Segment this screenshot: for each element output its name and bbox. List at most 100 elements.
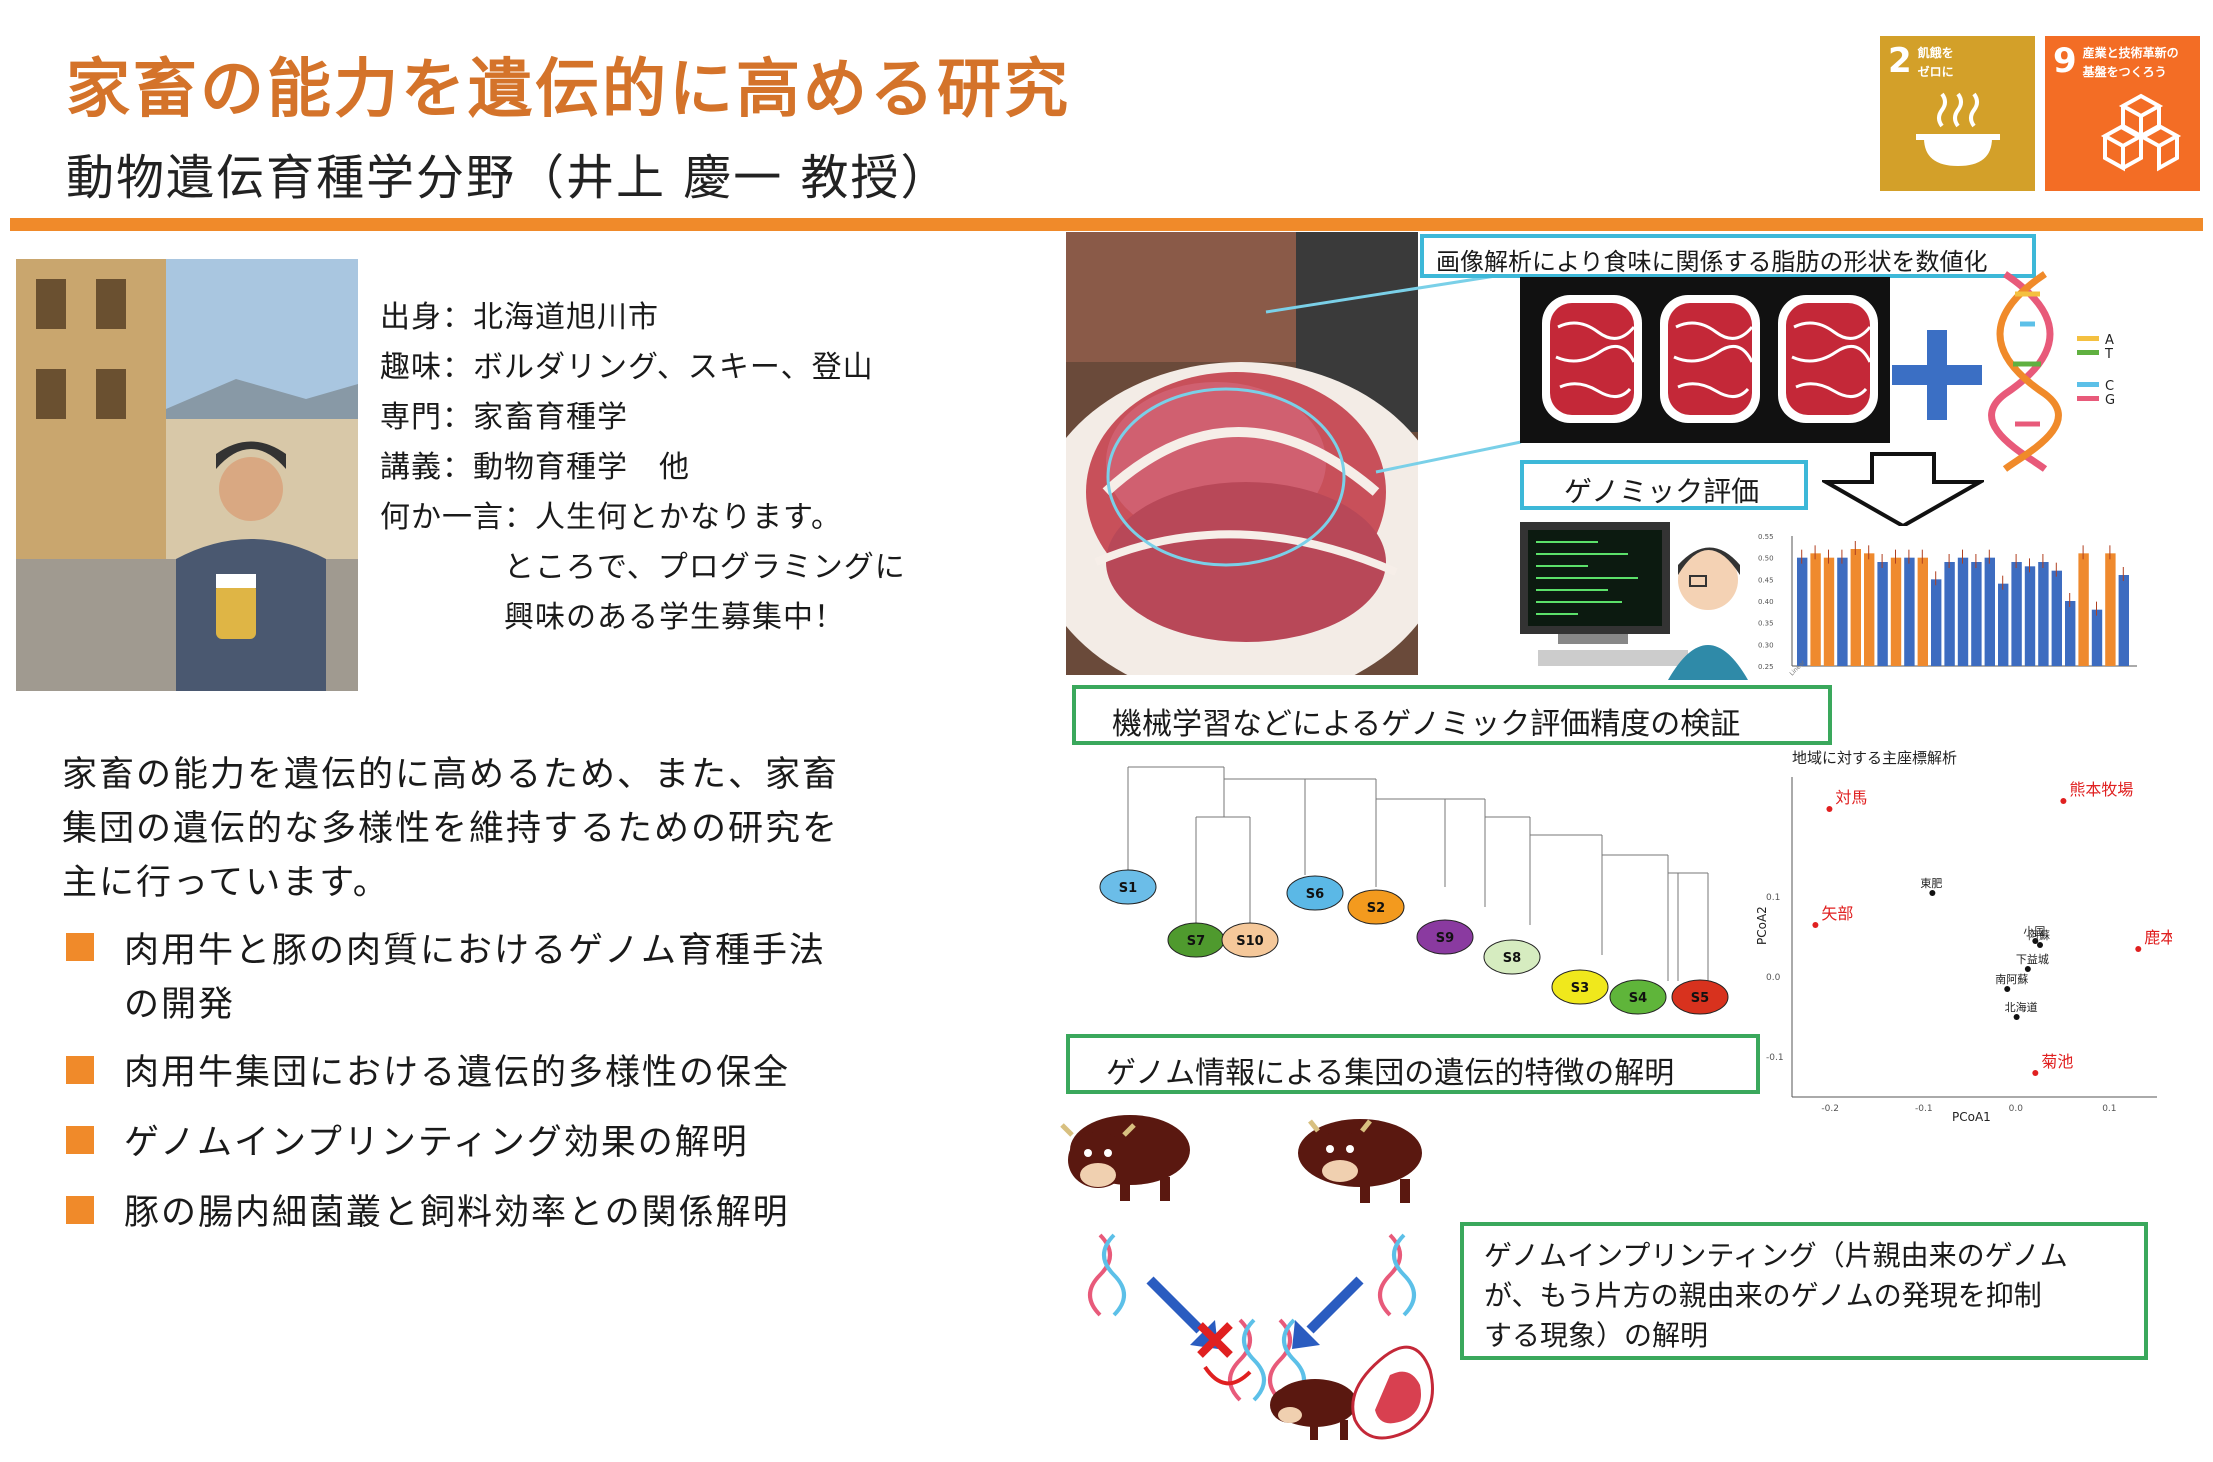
bar: [1837, 557, 1848, 666]
computer-worker-illustration: [1520, 522, 1748, 680]
profile-line: 出身：北海道旭川市: [380, 300, 659, 335]
bar: [1917, 557, 1928, 666]
dendrogram-leaf-label: S6: [1306, 887, 1324, 902]
imprinting-caption-line: ゲノムインプリンティング（片親由来のゲノム: [1484, 1239, 2068, 1272]
dendrogram-leaf-label: S7: [1187, 934, 1205, 949]
dna-letter: G: [2105, 393, 2115, 408]
population-caption: ゲノム情報による集団の遺伝的特徴の解明: [1066, 1034, 1760, 1094]
dendrogram-leaf: [1221, 922, 1279, 958]
bar: [1984, 557, 1995, 666]
dendrogram-leaf: [1551, 969, 1609, 1005]
ml-caption: 機械学習などによるゲノミック評価精度の検証: [1072, 685, 1832, 745]
dendrogram-leaf-label: S9: [1436, 931, 1454, 946]
bullet-marker: [66, 1126, 94, 1154]
cattle-icon: [1060, 1115, 1190, 1201]
dendrogram-leaf-label: S5: [1691, 991, 1709, 1006]
dendrogram-leaf-label: S8: [1503, 951, 1521, 966]
x-tick-label: -0.2: [1821, 1104, 1839, 1114]
bar: [2051, 570, 2062, 666]
bullet-text: 肉用牛集団における遺伝的多様性の保全: [124, 1053, 791, 1093]
sdg-text: 飢餓を ゼロに: [1917, 46, 1954, 79]
dna-letter: T: [2104, 347, 2113, 362]
cattle-icon: [1298, 1119, 1422, 1203]
dendrogram-leaf: [1609, 979, 1667, 1015]
beef-cut-icon: [1351, 1345, 1434, 1440]
y-tick-label: 0.30: [1758, 641, 1774, 649]
pcoa-point-label: 菊池: [2041, 1052, 2073, 1071]
dna-letter: C: [2105, 379, 2114, 394]
ribeye-slice: [1542, 295, 1642, 423]
y-tick-label: 0.40: [1758, 598, 1774, 606]
bullet-marker: [66, 933, 94, 961]
bar: [1797, 557, 1808, 666]
y-tick-label: 0.35: [1758, 620, 1774, 628]
pcoa-point: [2135, 946, 2142, 952]
dendrogram-leaf: [1099, 869, 1157, 905]
bar: [2091, 609, 2103, 666]
bullet-text: 豚の腸内細菌叢と飼料効率との関係解明: [124, 1193, 790, 1233]
page-title: 家畜の能力を遺伝的に高める研究: [66, 53, 1071, 127]
profile-line: 何か一言：人生何とかなります。: [380, 500, 842, 535]
pcoa-point: [1929, 890, 1936, 896]
dna-strand-icon: [1378, 1233, 1416, 1317]
imprinting-caption-line: する現象）の解明: [1484, 1319, 1709, 1352]
pcoa-point: [2024, 966, 2031, 972]
y-tick-label: 0.1: [1766, 893, 1780, 903]
curved-arrow-icon: [1203, 1365, 1252, 1386]
intro-line: 主に行っています。: [62, 863, 390, 903]
dendrogram-leaf: [1483, 939, 1541, 975]
pcoa-point-label: 東肥: [1920, 877, 1942, 890]
pcoa-point: [1812, 922, 1819, 928]
y-tick-label: -0.1: [1766, 1053, 1784, 1063]
bullet-text: 肉用牛と豚の肉質におけるゲノム育種手法: [124, 931, 826, 971]
y-tick-label: 0.50: [1758, 555, 1774, 563]
bullet-text: の開発: [124, 985, 236, 1025]
bar: [1944, 562, 1955, 666]
image-analysis-caption: 画像解析により食味に関係する脂肪の形状を数値化: [1420, 234, 2036, 278]
dna-letter: A: [2105, 333, 2114, 348]
bar: [1890, 557, 1902, 666]
dendrogram-leaf: [1347, 889, 1405, 925]
intro-line: 家畜の能力を遺伝的に高めるため、また、家畜: [62, 755, 840, 795]
bar: [2038, 562, 2049, 666]
dendrogram-leaf: [1671, 979, 1729, 1015]
pcoa-point: [2032, 1070, 2039, 1076]
profile-line: 専門：家畜育種学: [380, 400, 628, 435]
sdg-text: 産業と技術革新の 基盤をつくろう: [2082, 46, 2179, 79]
bar: [2065, 601, 2076, 666]
calf-icon: [1270, 1379, 1357, 1440]
dendrogram-leaf: [1286, 875, 1344, 911]
sdg-2-badge: 2 飢餓を ゼロに: [1880, 36, 2035, 191]
beef-carcass-photo: [1066, 232, 1418, 675]
y-tick-label: 0.25: [1758, 663, 1774, 671]
pcoa-point-label: 阿蘇: [2028, 929, 2050, 942]
professor-photo: [16, 259, 358, 691]
bar: [1810, 553, 1821, 666]
bar: [1823, 557, 1835, 666]
bar: [2011, 562, 2022, 666]
pcoa-title: 地域に対する主座標解析: [1792, 749, 1957, 767]
zoom-lines: [1265, 270, 1522, 474]
profile-line: 趣味：ボルダリング、スキー、登山: [380, 350, 874, 385]
y-tick-label: 0.45: [1758, 576, 1774, 584]
dendrogram-leaf-label: S1: [1119, 881, 1137, 896]
pcoa-point-label: 鹿本: [2144, 928, 2172, 947]
bar: [1971, 562, 1982, 666]
sdg-number: 2: [1888, 41, 1912, 81]
y-tick-label: 0.0: [1766, 973, 1781, 983]
bar: [1931, 579, 1942, 666]
dendrogram-leaf: [1416, 919, 1474, 955]
pcoa-point-label: 対馬: [1835, 788, 1867, 807]
pcoa-point-label: 南阿蘇: [1995, 973, 2028, 986]
bar: [1904, 557, 1915, 666]
bowl-icon: [1916, 92, 2000, 166]
genomic-eval-caption: ゲノミック評価: [1520, 460, 1808, 510]
dna-strand-icon: [1088, 1233, 1126, 1317]
pcoa-point: [2037, 942, 2044, 948]
bullet-marker: [66, 1056, 94, 1084]
pcoa-point: [1826, 806, 1833, 812]
page-subtitle: 動物遺伝育種学分野（井上 慶一 教授）: [66, 150, 951, 206]
profile-line: 興味のある学生募集中！: [380, 600, 845, 635]
x-tick-label: 0.1: [2102, 1104, 2116, 1114]
